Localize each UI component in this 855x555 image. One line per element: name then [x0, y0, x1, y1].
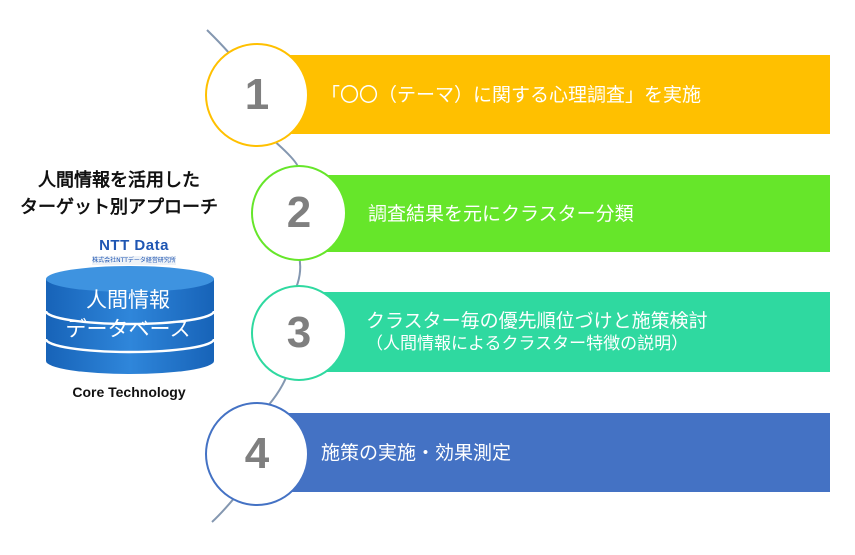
- step-2-number: 2: [251, 165, 347, 261]
- step-3-bar: クラスター毎の優先順位づけと施策検討 （人間情報によるクラスター特徴の説明）: [310, 292, 830, 372]
- step-3-number: 3: [251, 285, 347, 381]
- step-1-number: 1: [205, 43, 309, 147]
- step-3-subtext: （人間情報によるクラスター特徴の説明）: [366, 334, 689, 354]
- step-1-bar: 「〇〇（テーマ）に関する心理調査」を実施: [265, 55, 830, 134]
- step-4-text: 施策の実施・効果測定: [321, 441, 512, 464]
- step-4-number: 4: [205, 402, 309, 506]
- approach-title-line1: 人間情報を活用した: [38, 170, 200, 191]
- database-label: 人間情報 データベース: [42, 286, 214, 344]
- step-2-bar: 調査結果を元にクラスター分類: [310, 175, 830, 252]
- approach-title: 人間情報を活用した ターゲット別アプローチ: [0, 167, 238, 221]
- ntt-data-logo: NTT Data 株式会社NTTデータ経営研究所: [92, 238, 176, 265]
- core-technology-label: Core Technology: [72, 384, 186, 400]
- database-cylinder-icon: [44, 266, 216, 374]
- approach-title-line2: ターゲット別アプローチ: [20, 197, 218, 218]
- database-label-line1: 人間情報: [86, 288, 170, 312]
- step-2-text: 調査結果を元にクラスター分類: [368, 202, 634, 225]
- brand-logo-text: NTT Data: [99, 237, 169, 254]
- step-1-text: 「〇〇（テーマ）に関する心理調査」を実施: [321, 83, 702, 106]
- database-label-line2: データベース: [65, 317, 191, 341]
- step-4-bar: 施策の実施・効果測定: [265, 413, 830, 492]
- step-3-text: クラスター毎の優先順位づけと施策検討: [366, 310, 708, 332]
- brand-subtitle: 株式会社NTTデータ経営研究所: [92, 256, 176, 265]
